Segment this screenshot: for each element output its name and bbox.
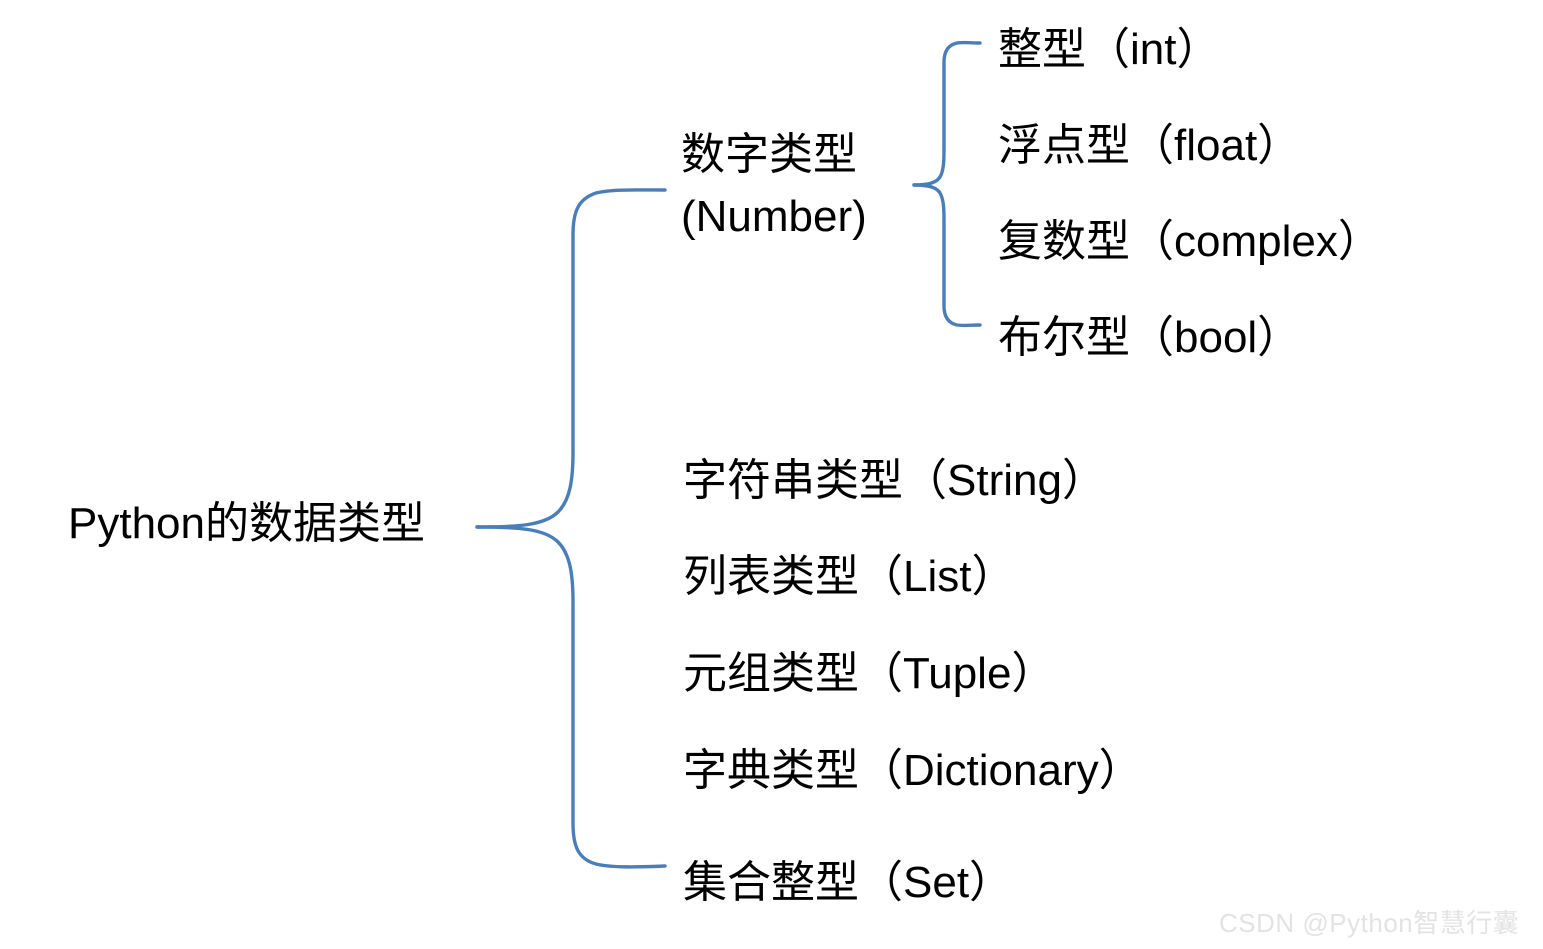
branch-node-number-line1: 数字类型 xyxy=(681,130,857,179)
branch-node-number-line2: (Number) xyxy=(681,192,867,242)
leaf-node-float[interactable]: 浮点型（float） xyxy=(998,121,1302,170)
number-brace-lower xyxy=(912,183,982,328)
main-brace xyxy=(475,188,667,529)
leaf-node-complex[interactable]: 复数型（complex） xyxy=(998,217,1382,266)
branch-node-dictionary[interactable]: 字典类型（Dictionary） xyxy=(683,746,1143,795)
branch-node-string[interactable]: 字符串类型（String） xyxy=(683,456,1106,505)
csdn-watermark: CSDN @Python智慧行囊 xyxy=(1219,908,1520,938)
branch-node-tuple[interactable]: 元组类型（Tuple） xyxy=(683,649,1056,698)
number-brace xyxy=(912,40,982,187)
branch-node-list[interactable]: 列表类型（List） xyxy=(683,552,1016,601)
root-node-python-data-types[interactable]: Python的数据类型 xyxy=(68,499,425,548)
leaf-node-int[interactable]: 整型（int） xyxy=(998,25,1221,74)
main-brace-lower xyxy=(475,525,667,869)
leaf-node-bool[interactable]: 布尔型（bool） xyxy=(998,313,1302,362)
branch-node-number[interactable]: 数字类型 (Number) xyxy=(681,124,867,249)
branch-node-set[interactable]: 集合整型（Set） xyxy=(683,858,1014,907)
